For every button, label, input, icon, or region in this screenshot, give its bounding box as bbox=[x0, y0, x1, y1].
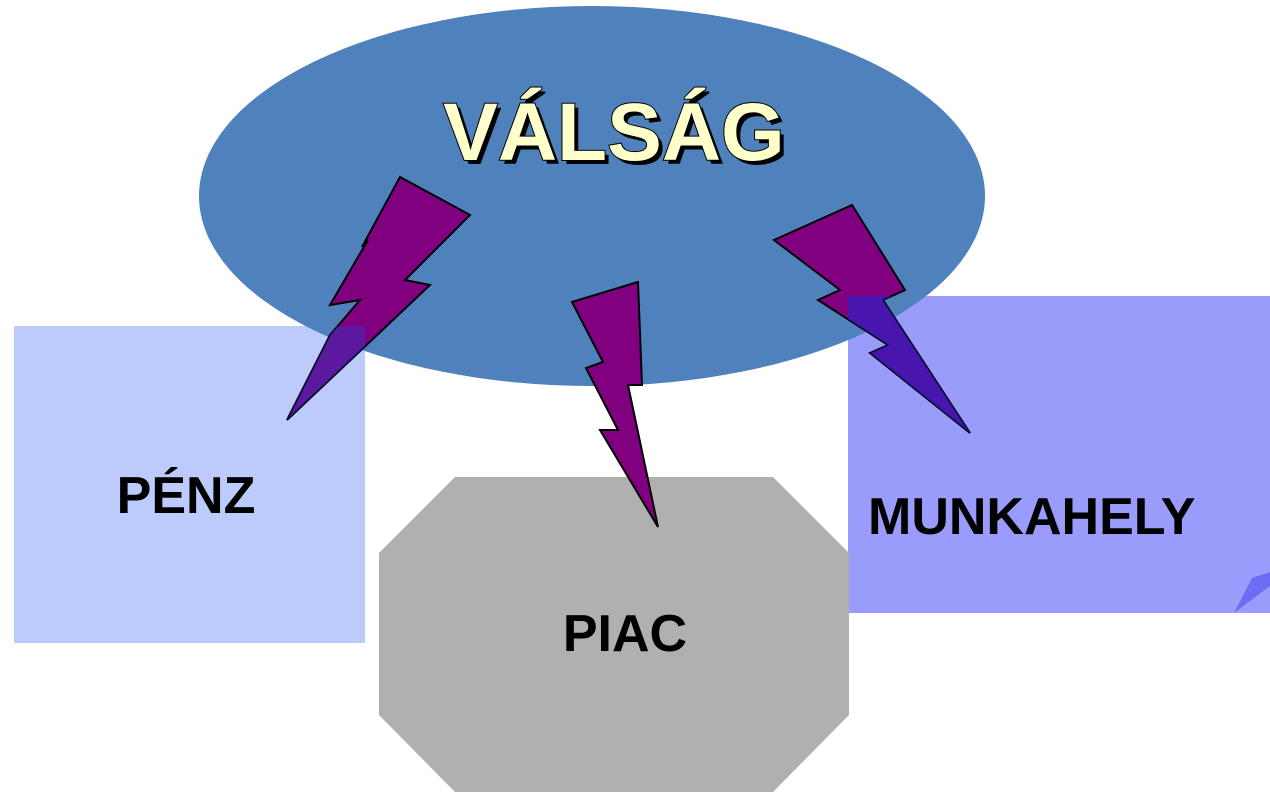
lightning-bolt-middle bbox=[570, 280, 659, 528]
lightning-bolt-right bbox=[772, 203, 971, 434]
crisis-title-text: VÁLSÁG bbox=[443, 87, 785, 178]
crisis-title: VÁLSÁG VÁLSÁG bbox=[442, 86, 789, 182]
munkahely-label: MUNKAHELY bbox=[868, 488, 1195, 546]
munkahely-box bbox=[848, 296, 1270, 613]
penz-label: PÉNZ bbox=[117, 467, 256, 525]
lightning-bolt-left bbox=[286, 175, 472, 421]
piac-label: PIAC bbox=[563, 605, 687, 663]
penz-box bbox=[14, 326, 365, 643]
page-curl bbox=[1234, 572, 1270, 613]
piac-octagon bbox=[379, 477, 849, 792]
crisis-title-shadow: VÁLSÁG bbox=[447, 91, 789, 182]
